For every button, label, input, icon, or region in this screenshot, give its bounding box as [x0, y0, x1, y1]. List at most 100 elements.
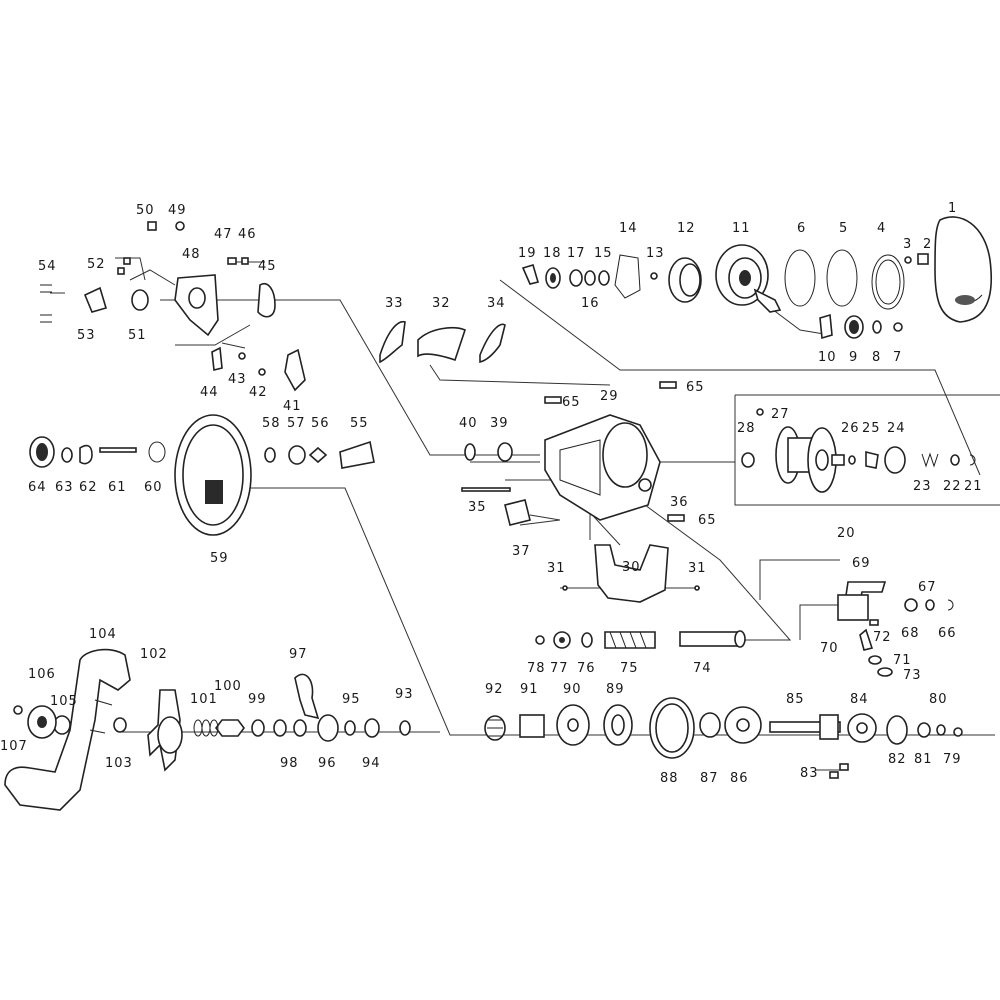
- part-label-82: 82: [888, 752, 907, 767]
- part-label-1: 1: [948, 201, 957, 216]
- part-label-73: 73: [903, 668, 922, 683]
- part-label-20: 20: [837, 526, 856, 541]
- part-label-45: 45: [258, 259, 277, 274]
- part-label-28: 28: [737, 421, 756, 436]
- part-label-13: 13: [646, 246, 665, 261]
- part-label-83: 83: [800, 766, 819, 781]
- part-label-91: 91: [520, 682, 539, 697]
- bearing-parts-39-40: [464, 442, 513, 462]
- part-label-55: 55: [350, 416, 369, 431]
- part-label-97: 97: [289, 647, 308, 662]
- part-label-8: 8: [872, 350, 881, 365]
- part-label-58: 58: [262, 416, 281, 431]
- part-label-15: 15: [594, 246, 613, 261]
- small-parts-7-10: [819, 313, 903, 340]
- part-label-14: 14: [619, 221, 638, 236]
- part-label-40: 40: [459, 416, 478, 431]
- part-label-81: 81: [914, 752, 933, 767]
- part-label-63: 63: [55, 480, 74, 495]
- part-label-44: 44: [200, 385, 219, 400]
- gear-train-parts: [484, 697, 963, 779]
- part-label-100: 100: [214, 679, 242, 694]
- part-label-4: 4: [877, 221, 886, 236]
- part-label-95: 95: [342, 692, 361, 707]
- part-label-66: 66: [938, 626, 957, 641]
- part-label-22: 22: [943, 479, 962, 494]
- part-label-65c: 65: [698, 513, 717, 528]
- part-label-10: 10: [818, 350, 837, 365]
- handle-arm-part: [4, 648, 131, 811]
- thumb-bar-parts: [379, 321, 506, 364]
- part-label-78: 78: [527, 661, 546, 676]
- small-parts-31-37: [461, 381, 700, 591]
- spool-part: [741, 408, 976, 493]
- screw-part-2-3: [904, 253, 929, 265]
- part-label-26: 26: [841, 421, 860, 436]
- side-cover-part: [934, 216, 992, 323]
- part-label-50: 50: [136, 203, 155, 218]
- part-label-48: 48: [182, 247, 201, 262]
- part-label-69: 69: [852, 556, 871, 571]
- part-label-53: 53: [77, 328, 96, 343]
- part-label-75: 75: [620, 661, 639, 676]
- small-parts-60-64: [29, 436, 166, 468]
- part-label-31b: 31: [688, 561, 707, 576]
- side-plate-assembly: [174, 414, 375, 536]
- part-label-67: 67: [918, 580, 937, 595]
- part-labels: 1 2 3 4 5 6 7 8 9 10 11 12 13 14 15 16 1…: [0, 201, 983, 786]
- part-label-62: 62: [79, 480, 98, 495]
- part-label-19: 19: [518, 246, 537, 261]
- part-label-74: 74: [693, 661, 712, 676]
- part-label-27: 27: [771, 407, 790, 422]
- part-label-86: 86: [730, 771, 749, 786]
- part-label-31a: 31: [547, 561, 566, 576]
- part-label-49: 49: [168, 203, 187, 218]
- part-label-80: 80: [929, 692, 948, 707]
- part-label-104: 104: [89, 627, 117, 642]
- part-label-2: 2: [923, 237, 932, 252]
- part-label-77: 77: [550, 661, 569, 676]
- part-label-76: 76: [577, 661, 596, 676]
- small-parts-13-19: [521, 254, 658, 299]
- part-label-41: 41: [283, 399, 302, 414]
- part-label-70: 70: [820, 641, 839, 656]
- part-label-37: 37: [512, 544, 531, 559]
- part-label-47: 47: [214, 227, 233, 242]
- part-label-94: 94: [362, 756, 381, 771]
- part-label-107: 107: [0, 739, 28, 754]
- part-label-35: 35: [468, 500, 487, 515]
- part-label-42: 42: [249, 385, 268, 400]
- part-label-24: 24: [887, 421, 906, 436]
- part-label-18: 18: [543, 246, 562, 261]
- ring-parts-4-5-6: [784, 249, 905, 310]
- part-label-102: 102: [140, 647, 168, 662]
- part-label-72: 72: [873, 630, 892, 645]
- part-label-60: 60: [144, 480, 163, 495]
- part-label-36: 36: [670, 495, 689, 510]
- part-label-51: 51: [128, 328, 147, 343]
- cup-part-12: [668, 257, 702, 303]
- part-label-57: 57: [287, 416, 306, 431]
- part-label-88: 88: [660, 771, 679, 786]
- part-label-5: 5: [839, 221, 848, 236]
- part-label-68: 68: [901, 626, 920, 641]
- bottom-plate-part: [594, 544, 669, 603]
- part-label-59: 59: [210, 551, 229, 566]
- part-label-87: 87: [700, 771, 719, 786]
- part-label-39: 39: [490, 416, 509, 431]
- part-label-29: 29: [600, 389, 619, 404]
- part-label-16: 16: [581, 296, 600, 311]
- part-label-90: 90: [563, 682, 582, 697]
- part-label-7: 7: [893, 350, 902, 365]
- part-label-65b: 65: [686, 380, 705, 395]
- part-label-101: 101: [190, 692, 218, 707]
- part-label-43: 43: [228, 372, 247, 387]
- part-label-105: 105: [50, 694, 78, 709]
- part-label-103: 103: [105, 756, 133, 771]
- part-label-46: 46: [238, 227, 257, 242]
- part-label-25: 25: [862, 421, 881, 436]
- part-label-52: 52: [87, 257, 106, 272]
- part-label-11: 11: [732, 221, 751, 236]
- part-label-21: 21: [964, 479, 983, 494]
